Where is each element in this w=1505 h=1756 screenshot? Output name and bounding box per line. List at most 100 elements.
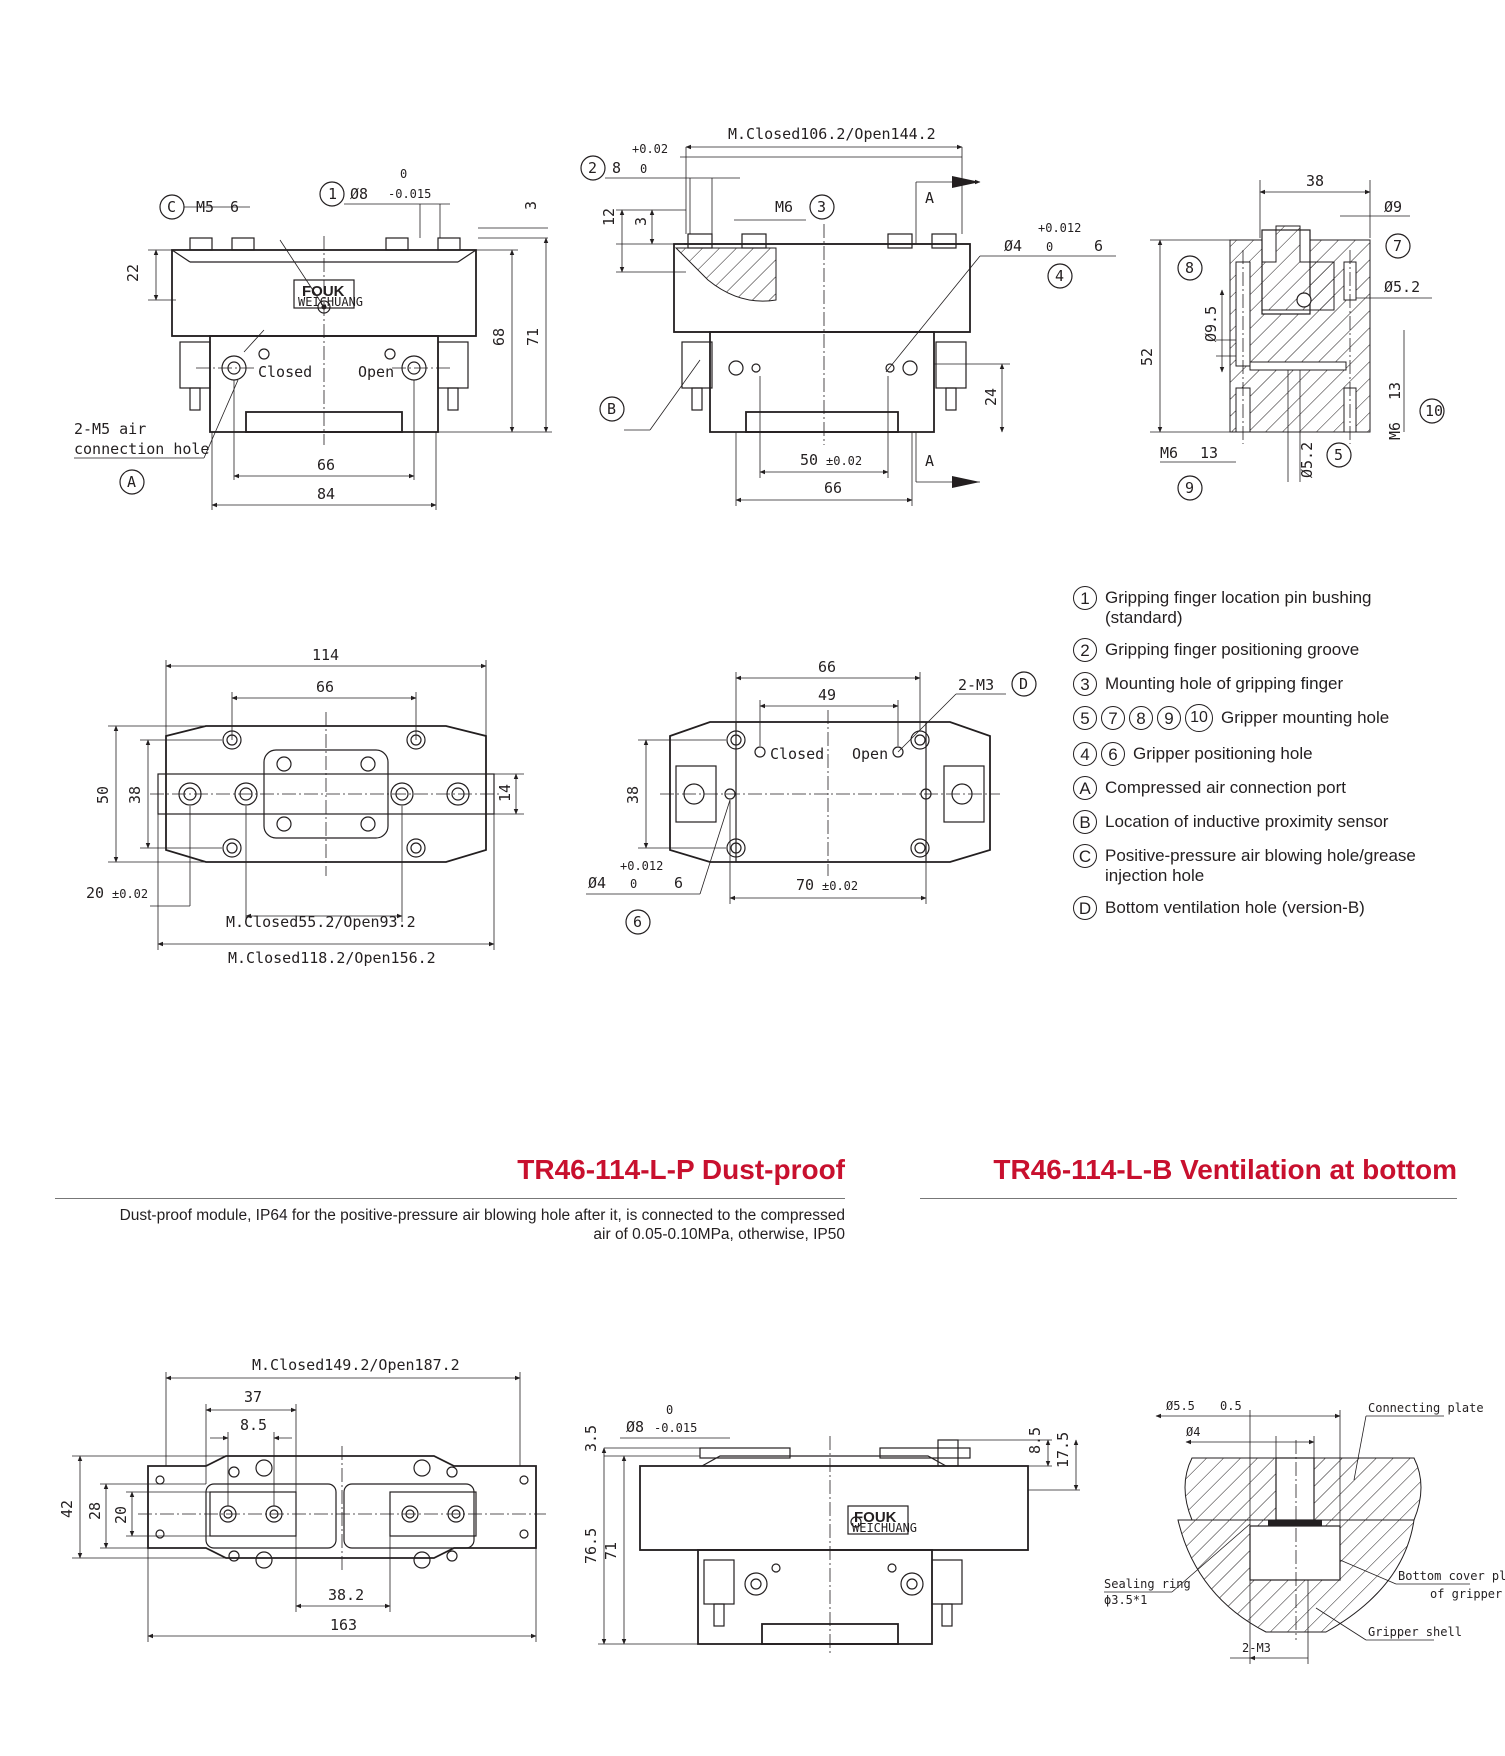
ventilation-title: TR46-114-L-B Ventilation at bottom	[993, 1154, 1457, 1185]
legend-item: 1 Gripping finger location pin bushing (…	[1073, 586, 1503, 628]
vent-depth0-5: 0.5	[1220, 1399, 1242, 1413]
legend-text: Bottom ventilation hole (version-B)	[1105, 898, 1365, 917]
front-air-hole-2: connection hole	[74, 440, 209, 458]
legend: 1 Gripping finger location pin bushing (…	[1073, 586, 1503, 932]
section-phi5-2b: Ø5.2	[1298, 442, 1316, 478]
section-seven: 7	[1393, 237, 1402, 255]
front-tol-upper: 0	[400, 167, 407, 181]
side-d3: 3	[632, 217, 650, 226]
side-phi4: Ø4	[1004, 237, 1022, 255]
legend-mark: B	[1073, 810, 1097, 834]
bottom-closed: Closed	[770, 745, 824, 763]
front-d3: 3	[522, 201, 540, 210]
front-tol-lower: -0.015	[388, 187, 431, 201]
front-closed: Closed	[258, 363, 312, 381]
legend-item: 4 6 Gripper positioning hole	[1073, 742, 1503, 766]
side-a-top: A	[925, 189, 934, 207]
top-view: 114 66 50 38 14 20 ±0.02 M.Closed55.2/Op…	[86, 646, 524, 967]
legend-item: B Location of inductive proximity sensor	[1073, 810, 1503, 834]
section-d38: 38	[1306, 172, 1324, 190]
side-m6: M6	[775, 198, 793, 216]
side-d66: 66	[824, 479, 842, 497]
legend-text: Gripping finger positioning groove	[1105, 640, 1360, 659]
side-a-bot: A	[925, 452, 934, 470]
side-tol-p0012: +0.012	[1038, 221, 1081, 235]
legend-item: 3 Mounting hole of gripping finger	[1073, 672, 1503, 696]
front-air-hole-1: 2-M5 air	[74, 420, 146, 438]
top-d38: 38	[126, 786, 144, 804]
bottom-m3: 2-M3	[958, 676, 994, 694]
dust-front-view: FOUK WEICHUANG 3.5 Ø8 0 -0.015 8.5 17.5 …	[582, 1403, 1080, 1656]
dust-front-brand-sub: WEICHUANG	[852, 1521, 917, 1535]
legend-text: Location of inductive proximity sensor	[1105, 812, 1389, 831]
bottom-d-label: D	[1019, 675, 1028, 693]
dust-front-d76-5: 76.5	[582, 1528, 600, 1564]
legend-mark: D	[1073, 896, 1097, 920]
side-d24: 24	[982, 388, 1000, 406]
front-m5-depth: 6	[230, 198, 239, 216]
section-phi5-2: Ø5.2	[1384, 278, 1420, 296]
legend-mark: 3	[1073, 672, 1097, 696]
top-d20: 20	[86, 884, 104, 902]
dust-front-phi8: Ø8	[626, 1418, 644, 1436]
front-view: FOUK WEICHUANG C M5 6 1 Ø8 0 -0.015 3 22…	[74, 167, 552, 510]
legend-text: Gripping finger location pin bushing (st…	[1105, 588, 1372, 627]
side-d12: 12	[600, 208, 618, 226]
legend-item: C Positive-pressure air blowing hole/gre…	[1073, 844, 1503, 886]
front-d84: 84	[317, 485, 335, 503]
dust-top-d37: 37	[244, 1388, 262, 1406]
front-brand-sub: WEICHUANG	[298, 295, 363, 309]
vent-detail: Ø5.5 0.5 Ø4 Connecting plate Sealing rin…	[1104, 1399, 1505, 1664]
dust-front-tol-0: 0	[666, 1403, 673, 1417]
bottom-tol-0: 0	[630, 877, 637, 891]
legend-mark: 1	[1073, 586, 1097, 610]
top-m-inner: M.Closed55.2/Open93.2	[226, 913, 416, 931]
side-three: 3	[817, 198, 826, 216]
dust-top-d163: 163	[330, 1616, 357, 1634]
front-a-label: A	[127, 473, 136, 491]
section-d52: 52	[1138, 348, 1156, 366]
top-d50: 50	[94, 786, 112, 804]
dust-top-d42: 42	[58, 1500, 76, 1518]
front-m5: M5	[196, 198, 214, 216]
dust-front-d17-5: 17.5	[1054, 1432, 1072, 1468]
legend-item: 2 Gripping finger positioning groove	[1073, 638, 1503, 662]
vent-sealing-1: Sealing ring	[1104, 1577, 1191, 1591]
dust-front-brand: FOUK	[854, 1509, 897, 1526]
dust-front-tol-m: -0.015	[654, 1421, 697, 1435]
section-m6-13a: M6	[1160, 444, 1178, 462]
legend-text: Mounting hole of gripping finger	[1105, 674, 1344, 693]
bottom-view: 66 49 2-M3 D Closed Open 38 +0.012 Ø4 0 …	[586, 658, 1037, 935]
section-m6-13b: M6	[1386, 422, 1404, 440]
dustproof-rule	[55, 1198, 845, 1199]
legend-text: Gripper mounting hole	[1221, 708, 1390, 727]
legend-text: Gripper positioning hole	[1133, 744, 1313, 763]
top-d66: 66	[316, 678, 334, 696]
legend-mark: 5	[1073, 706, 1097, 730]
legend-item: 5 7 8 9 10 Gripper mounting hole	[1073, 704, 1503, 732]
front-d66: 66	[317, 456, 335, 474]
side-d50: 50	[800, 451, 818, 469]
legend-mark: C	[1073, 844, 1097, 868]
section-ten: 10	[1425, 402, 1443, 420]
dust-front-d71: 71	[602, 1542, 620, 1560]
section-phi9-5: Ø9.5	[1202, 306, 1220, 342]
bottom-tol-p0012: +0.012	[620, 859, 663, 873]
section-nine: 9	[1185, 479, 1194, 497]
dust-top-d20: 20	[112, 1506, 130, 1524]
vent-phi5-5: Ø5.5	[1166, 1399, 1195, 1413]
side-tol-0b: 0	[1046, 240, 1053, 254]
legend-text: Compressed air connection port	[1105, 778, 1346, 797]
section-eight: 8	[1185, 259, 1194, 277]
dustproof-note: Dust-proof module, IP64 for the positive…	[119, 1207, 845, 1243]
bottom-d70: 70	[796, 876, 814, 894]
front-one: 1	[328, 185, 337, 203]
dust-top-m-dim: M.Closed149.2/Open187.2	[252, 1356, 460, 1374]
legend-mark: 6	[1101, 742, 1125, 766]
bottom-d49: 49	[818, 686, 836, 704]
front-brand: FOUK	[302, 283, 345, 300]
legend-mark: 7	[1101, 706, 1125, 730]
legend-item: A Compressed air connection port	[1073, 776, 1503, 800]
vent-connecting-plate: Connecting plate	[1368, 1401, 1484, 1415]
